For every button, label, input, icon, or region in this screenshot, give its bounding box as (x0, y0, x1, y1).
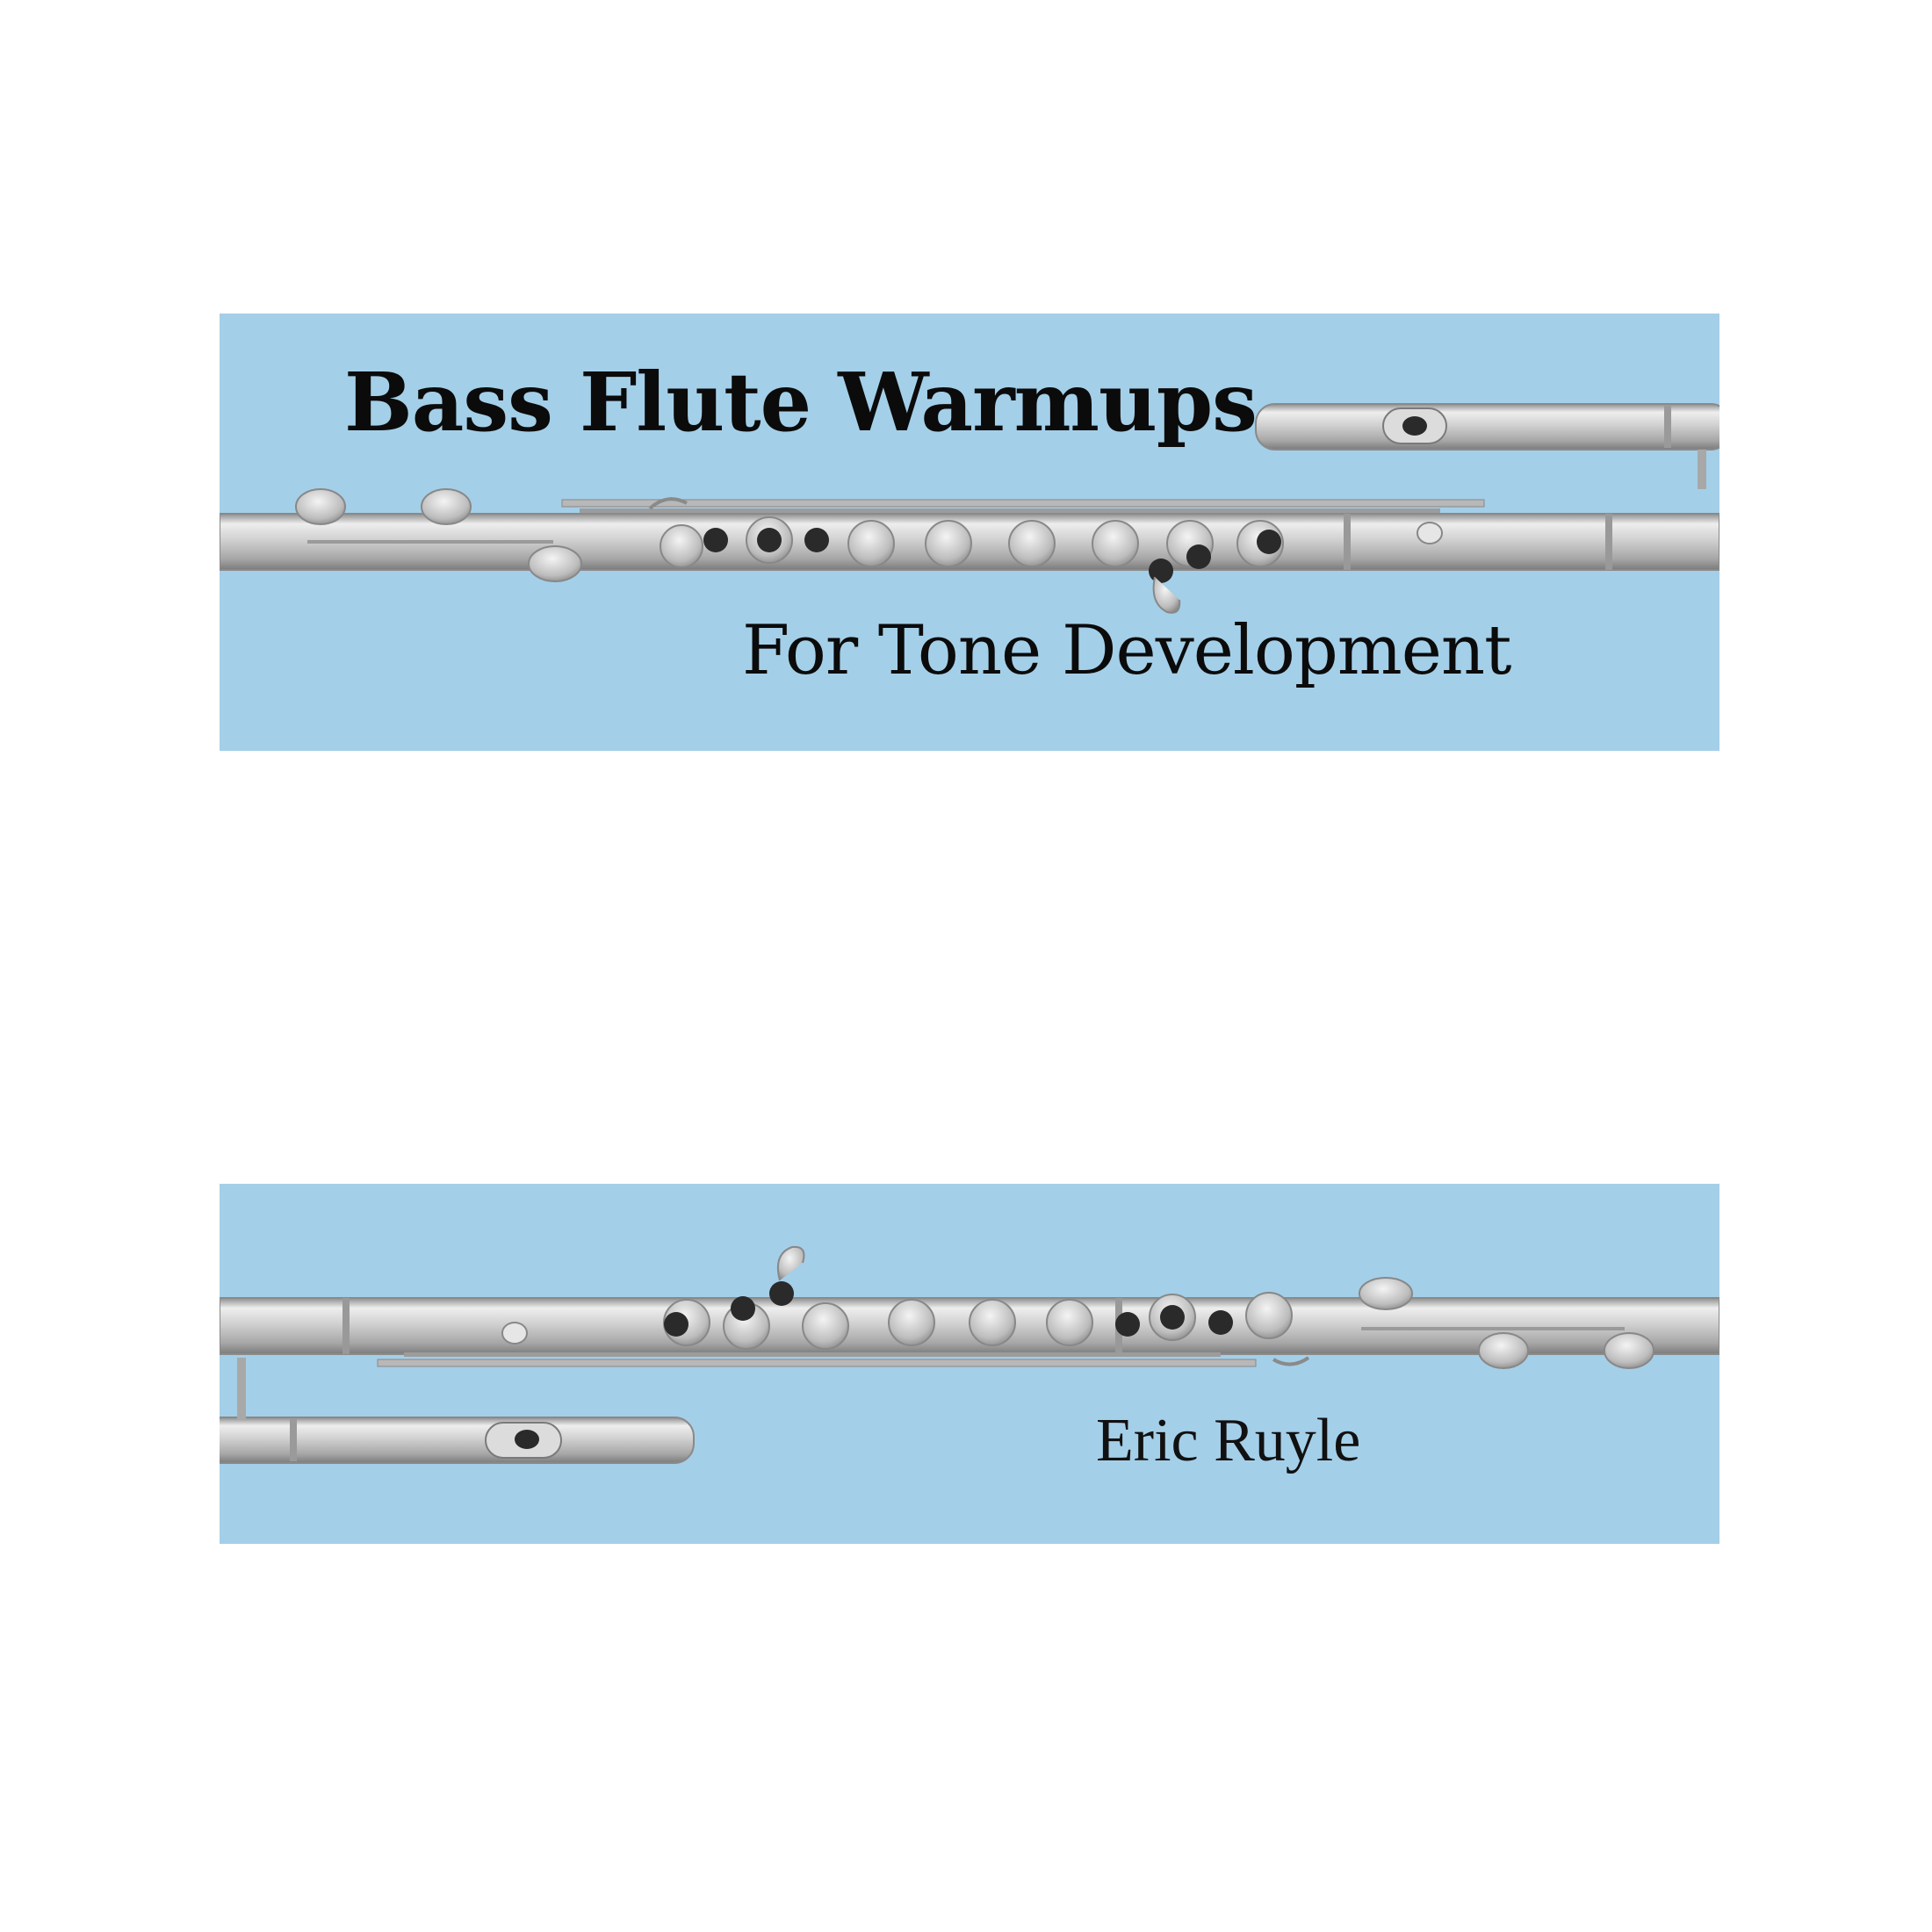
bass-flute-image-mirrored (220, 1184, 1719, 1544)
author-name: Eric Ruyle (1096, 1407, 1361, 1474)
book-title: Bass Flute Warmups (344, 355, 1258, 450)
bottom-banner: Eric Ruyle (220, 1184, 1719, 1544)
top-banner: Bass Flute Warmups For Tone Development (220, 314, 1719, 751)
bass-flute-image (220, 314, 1719, 751)
book-subtitle: For Tone Development (742, 611, 1511, 690)
